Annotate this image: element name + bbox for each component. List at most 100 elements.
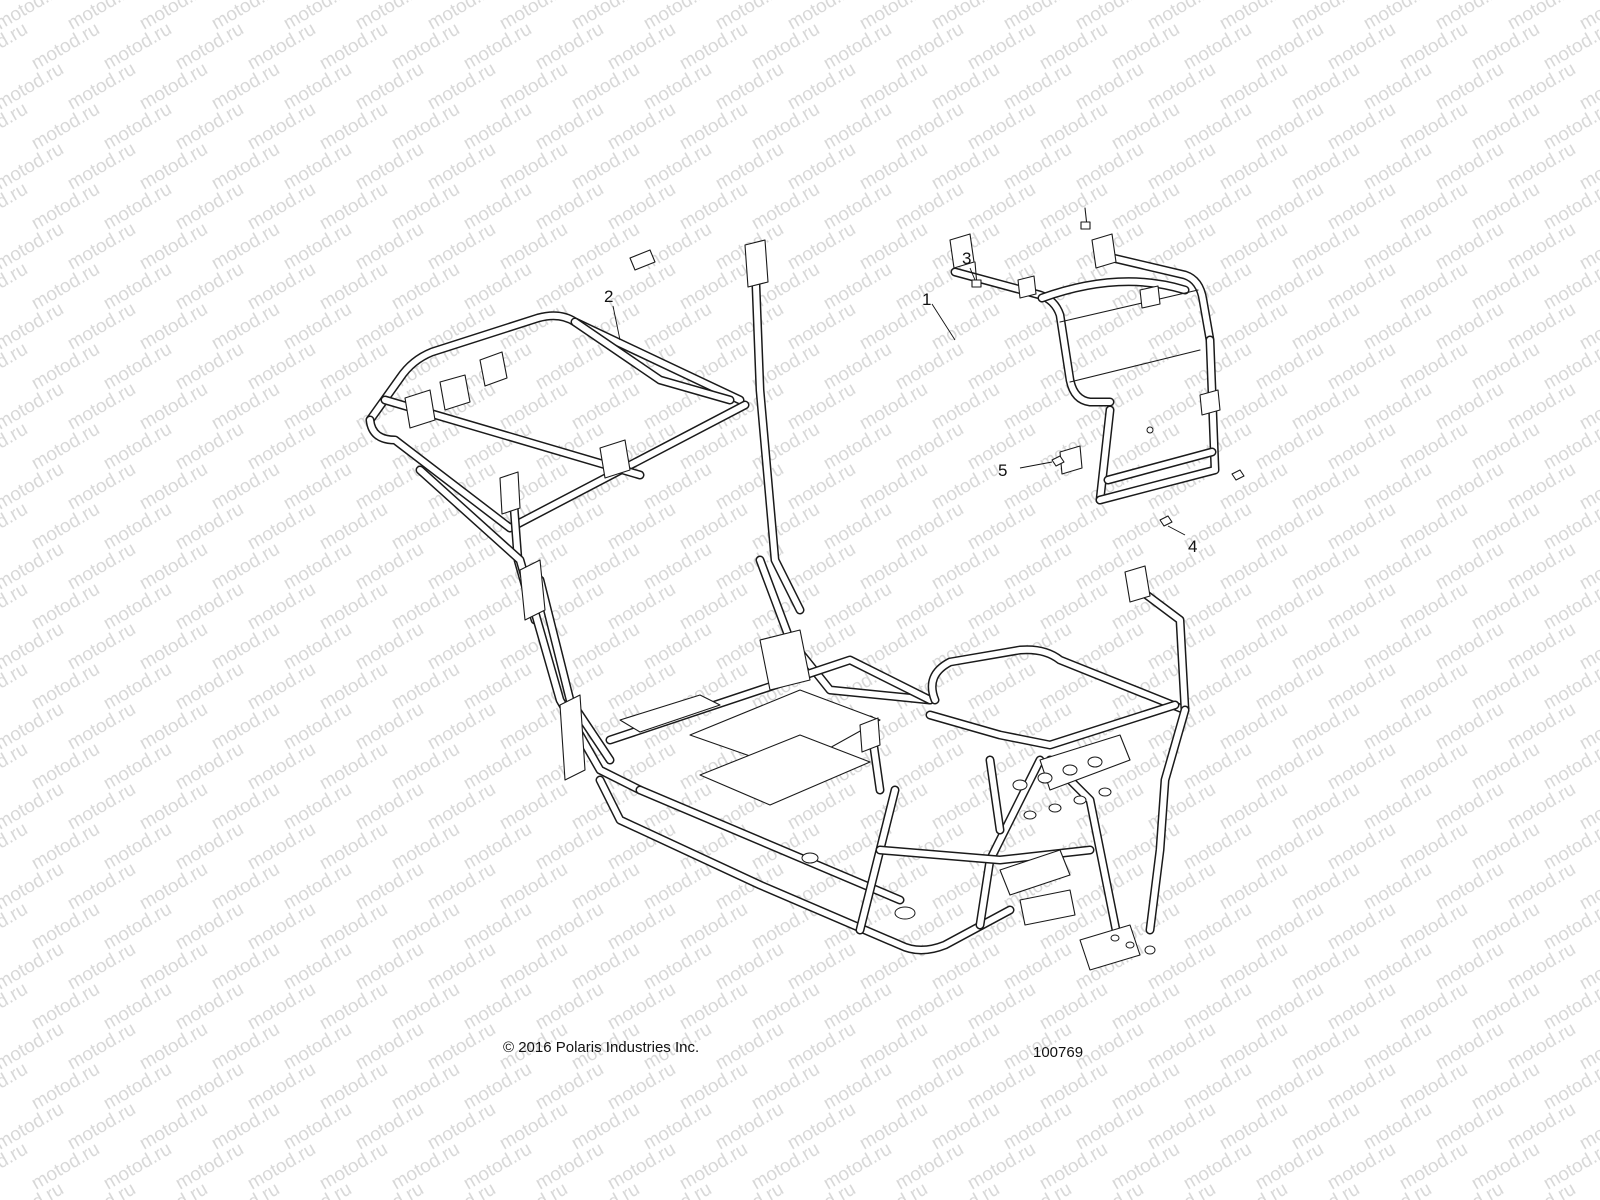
watermark-text: motod.ru xyxy=(1360,619,1435,675)
watermark-text: motod.ru xyxy=(100,899,175,955)
watermark-text: motod.ru xyxy=(28,339,103,395)
watermark-text: motod.ru xyxy=(1108,499,1183,555)
watermark-text: motod.ru xyxy=(208,1099,283,1155)
watermark-text: motod.ru xyxy=(64,59,139,115)
frame-plates xyxy=(404,239,1151,971)
watermark-text: motod.ru xyxy=(532,19,607,75)
watermark-text: motod.ru xyxy=(1360,379,1435,435)
watermark-text: motod.ru xyxy=(424,139,499,195)
frame-holes xyxy=(801,756,1156,955)
watermark-text: motod.ru xyxy=(1036,99,1111,155)
watermark-text: motod.ru xyxy=(1324,99,1399,155)
watermark-text: motod.ru xyxy=(1180,739,1255,795)
watermark-text: motod.ru xyxy=(1144,139,1219,195)
watermark-text: motod.ru xyxy=(460,819,535,875)
watermark-text: motod.ru xyxy=(1252,259,1327,315)
watermark-text: motod.ru xyxy=(424,779,499,835)
watermark-text: motod.ru xyxy=(172,1059,247,1115)
watermark-text: motod.ru xyxy=(820,979,895,1035)
watermark-text: motod.ru xyxy=(1432,939,1507,995)
watermark-text: motod.ru xyxy=(784,1179,859,1200)
watermark-text: motod.ru xyxy=(280,779,355,835)
watermark-text: motod.ru xyxy=(280,1099,355,1155)
watermark-text: motod.ru xyxy=(1036,179,1111,235)
watermark-text: motod.ru xyxy=(1252,99,1327,155)
watermark-text: motod.ru xyxy=(388,899,463,955)
watermark-text: motod.ru xyxy=(1360,1179,1435,1200)
cargo-bracket-drawing xyxy=(949,207,1245,527)
watermark-text: motod.ru xyxy=(604,19,679,75)
watermark-text: motod.ru xyxy=(352,539,427,595)
watermark-text: motod.ru xyxy=(172,1139,247,1195)
watermark-text: motod.ru xyxy=(352,859,427,915)
leader-1 xyxy=(931,303,956,341)
watermark-text: motod.ru xyxy=(640,59,715,115)
leader-2 xyxy=(612,305,621,341)
watermark-text: motod.ru xyxy=(316,179,391,235)
watermark-text: motod.ru xyxy=(1144,1179,1219,1200)
frame-tubes xyxy=(365,255,1190,955)
watermark-text: motod.ru xyxy=(172,739,247,795)
watermark-text: motod.ru xyxy=(1216,139,1291,195)
watermark-text: motod.ru xyxy=(532,259,607,315)
watermark-text: motod.ru xyxy=(1468,499,1543,555)
watermark-text: motod.ru xyxy=(532,979,607,1035)
watermark-text: motod.ru xyxy=(0,499,31,555)
watermark-text: motod.ru xyxy=(712,379,787,435)
watermark-text: motod.ru xyxy=(820,339,895,395)
watermark-text: motod.ru xyxy=(640,139,715,195)
watermark-text: motod.ru xyxy=(496,859,571,915)
hardware-nut-5 xyxy=(1051,455,1065,467)
watermark-text: motod.ru xyxy=(1396,899,1471,955)
watermark-text: motod.ru xyxy=(1036,499,1111,555)
watermark-text: motod.ru xyxy=(1504,139,1579,195)
watermark-text: motod.ru xyxy=(928,539,1003,595)
watermark-text: motod.ru xyxy=(1180,259,1255,315)
watermark-text: motod.ru xyxy=(1324,579,1399,635)
watermark-text: motod.ru xyxy=(748,979,823,1035)
watermark-text: motod.ru xyxy=(1468,1139,1543,1195)
watermark-text: motod.ru xyxy=(820,179,895,235)
watermark-text: motod.ru xyxy=(460,179,535,235)
watermark-text: motod.ru xyxy=(28,419,103,475)
watermark-text: motod.ru xyxy=(136,1179,211,1200)
watermark-text: motod.ru xyxy=(244,899,319,955)
watermark-text: motod.ru xyxy=(748,1139,823,1195)
watermark-text: motod.ru xyxy=(1180,579,1255,635)
watermark-text: motod.ru xyxy=(208,1019,283,1075)
watermark-text: motod.ru xyxy=(712,1019,787,1075)
watermark-text: motod.ru xyxy=(892,739,967,795)
watermark-text: motod.ru xyxy=(28,739,103,795)
watermark-text: motod.ru xyxy=(964,1059,1039,1115)
watermark-text: motod.ru xyxy=(1504,299,1579,355)
watermark-text: motod.ru xyxy=(784,139,859,195)
watermark-text: motod.ru xyxy=(784,939,859,995)
watermark-text: motod.ru xyxy=(568,1179,643,1200)
watermark-text: motod.ru xyxy=(1252,499,1327,555)
watermark-text: motod.ru xyxy=(1288,1019,1363,1075)
watermark-text: motod.ru xyxy=(892,1059,967,1115)
watermark-text: motod.ru xyxy=(1324,19,1399,75)
watermark-text: motod.ru xyxy=(64,1179,139,1200)
watermark-text: motod.ru xyxy=(352,779,427,835)
watermark-text: motod.ru xyxy=(1324,339,1399,395)
watermark-text: motod.ru xyxy=(928,299,1003,355)
watermark-text: motod.ru xyxy=(316,419,391,475)
watermark-text: motod.ru xyxy=(676,979,751,1035)
watermark-text: motod.ru xyxy=(892,579,967,635)
watermark-text: motod.ru xyxy=(280,1179,355,1200)
watermark-text: motod.ru xyxy=(928,379,1003,435)
watermark-text: motod.ru xyxy=(1000,1099,1075,1155)
watermark-text: motod.ru xyxy=(820,1139,895,1195)
watermark-text: motod.ru xyxy=(1036,1059,1111,1115)
watermark-text: motod.ru xyxy=(640,1099,715,1155)
watermark-text: motod.ru xyxy=(1252,659,1327,715)
watermark-text: motod.ru xyxy=(640,539,715,595)
watermark-text: motod.ru xyxy=(820,19,895,75)
watermark-text: motod.ru xyxy=(460,1139,535,1195)
watermark-text: motod.ru xyxy=(1360,299,1435,355)
callout-1: 1 xyxy=(922,290,931,309)
watermark-text: motod.ru xyxy=(748,19,823,75)
watermark-text: motod.ru xyxy=(100,979,175,1035)
watermark-text: motod.ru xyxy=(28,179,103,235)
